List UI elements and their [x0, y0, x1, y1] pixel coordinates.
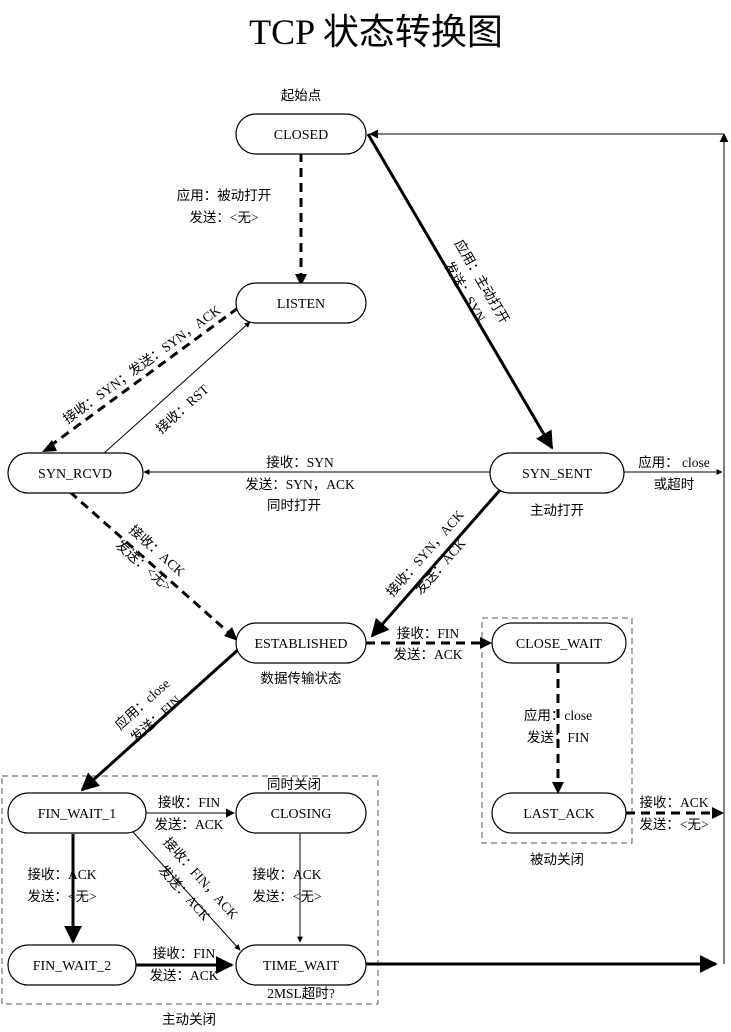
caption-data-transfer: 数据传输状态	[261, 671, 342, 686]
state-close-wait-label: CLOSE_WAIT	[516, 637, 603, 652]
label-syn-rcvd-listen: 接收：RST	[152, 380, 212, 436]
label-last-ack-closed-1: 接收：ACK	[639, 794, 708, 810]
state-last-ack-label: LAST_ACK	[523, 807, 595, 822]
label-closed-listen-2: 发送：<无>	[189, 210, 258, 225]
state-established: ESTABLISHED	[235, 622, 367, 664]
label-fin-wait-1-closing-2: 发送：ACK	[154, 817, 223, 832]
caption-active-open: 主动打开	[530, 502, 584, 518]
label-fin-wait-2-time-wait-2: 发送：ACK	[149, 968, 218, 983]
caption-passive-close: 被动关闭	[530, 852, 584, 867]
state-time-wait-label: TIME_WAIT	[263, 959, 340, 974]
label-last-ack-closed-2: 发送：<无>	[639, 817, 708, 832]
label-syn-sent-closed-2: 或超时	[654, 477, 695, 492]
arrow-syn-rcvd-listen	[101, 321, 251, 456]
caption-active-close: 主动关闭	[162, 1012, 216, 1027]
caption-simultaneous-open: 同时打开	[267, 497, 321, 513]
state-closing: CLOSING	[235, 792, 367, 834]
arrow-syn-sent-established	[370, 489, 502, 638]
arrow-closed-syn-sent	[366, 133, 554, 450]
label-fin-wait-1-closing-1: 接收：FIN	[158, 794, 221, 810]
label-syn-sent-closed-1: 应用： close	[638, 454, 710, 470]
state-syn-sent: SYN_SENT	[489, 452, 625, 494]
arrow-syn-rcvd-established	[69, 490, 229, 634]
arrow-established-fin-wait-1	[80, 646, 242, 792]
label-listen-syn-rcvd: 接收：SYN；发送：SYN，ACK	[60, 301, 224, 427]
label-fin-wait-2-time-wait-1: 接收：FIN	[153, 945, 216, 961]
label-established-close-wait-1: 接收：FIN	[397, 625, 460, 641]
state-fin-wait-1-label: FIN_WAIT_1	[38, 807, 117, 822]
label-fin-wait-1-fin-wait-2-2: 发送：<无>	[27, 889, 96, 904]
state-time-wait: TIME_WAIT	[235, 944, 367, 986]
label-syn-sent-syn-rcvd-1: 接收：SYN	[266, 454, 334, 470]
state-listen-label: LISTEN	[277, 297, 325, 312]
state-syn-sent-label: SYN_SENT	[522, 467, 592, 482]
state-syn-rcvd-label: SYN_RCVD	[38, 467, 112, 482]
state-closed: CLOSED	[235, 113, 367, 155]
arrow-listen-syn-rcvd	[49, 306, 239, 448]
label-close-wait-last-ack-1: 应用：close	[524, 707, 592, 723]
label-syn-sent-syn-rcvd-2: 发送：SYN，ACK	[245, 477, 355, 492]
active-close-group	[1, 775, 379, 1005]
caption-simultaneous-close: 同时关闭	[267, 777, 321, 792]
state-last-ack: LAST_ACK	[491, 792, 627, 834]
label-established-close-wait-2: 发送：ACK	[393, 647, 462, 662]
caption-start: 起始点	[281, 88, 322, 103]
arrow-fin-wait-1-time-wait	[131, 830, 241, 951]
caption-2msl-timeout: 2MSL超时?	[267, 986, 335, 1001]
label-closed-listen-1: 应用：被动打开	[177, 187, 272, 203]
diagram-title: TCP 状态转换图	[249, 12, 503, 52]
label-close-wait-last-ack-2: 发送：FIN	[527, 730, 590, 745]
state-closing-label: CLOSING	[271, 807, 332, 822]
state-fin-wait-2: FIN_WAIT_2	[7, 944, 137, 986]
label-fin-wait-1-fin-wait-2-1: 接收：ACK	[27, 866, 96, 882]
state-closed-label: CLOSED	[274, 128, 328, 143]
state-fin-wait-1: FIN_WAIT_1	[7, 792, 147, 834]
state-syn-rcvd: SYN_RCVD	[7, 452, 144, 494]
state-fin-wait-2-label: FIN_WAIT_2	[33, 959, 112, 974]
label-closing-time-wait-2: 发送：<无>	[252, 889, 321, 904]
state-established-label: ESTABLISHED	[255, 637, 348, 652]
state-listen: LISTEN	[235, 282, 367, 324]
state-close-wait: CLOSE_WAIT	[491, 622, 627, 664]
label-closing-time-wait-1: 接收：ACK	[252, 866, 321, 882]
passive-close-group	[481, 617, 633, 844]
